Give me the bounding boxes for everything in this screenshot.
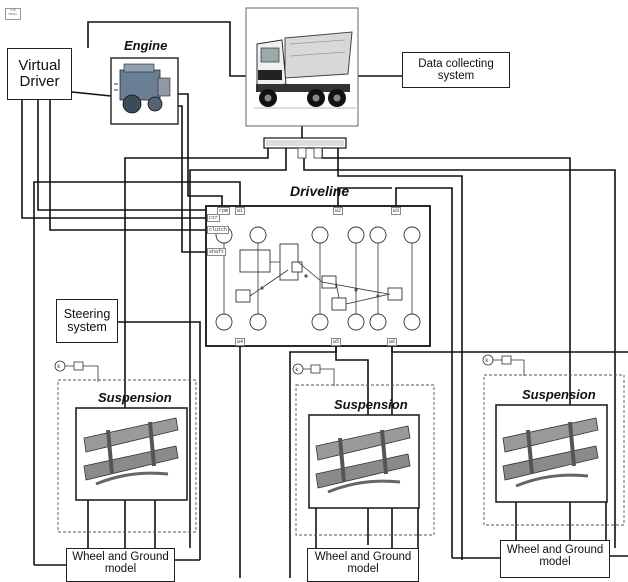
data-collecting-block[interactable]: Data collecting system [402,52,510,88]
wheel-ground-label-1: Wheel and Ground model [72,551,169,575]
driveline-port-bottom-1[interactable]: ω4 [235,338,245,346]
driveline-port-left-3[interactable]: shaft [207,248,226,256]
virtual-driver-label: Virtual Driver [18,58,60,90]
driveline-title: Driveline [290,183,349,199]
driveline-port-left-1[interactable]: ctr [207,214,220,222]
steering-system-label: Steering system [64,308,111,334]
wheel-ground-label-3: Wheel and Ground model [507,544,604,568]
signal-bus [264,138,346,158]
engine-title: Engine [124,38,167,53]
suspension-title-2: Suspension [334,397,408,412]
suspension-image-3 [496,405,607,502]
data-collecting-label: Data collecting system [418,58,493,82]
virtual-driver-block[interactable]: Virtual Driver [7,48,72,100]
wheel-ground-label-2: Wheel and Ground model [315,551,412,575]
suspension-image-1 [76,408,187,500]
driveline-schematic [206,206,430,346]
engine-icon [111,58,178,124]
model-stamp: SIM MODEL [5,8,21,20]
driveline-port-top-3[interactable]: ω2 [333,207,343,215]
wheel-ground-block-1[interactable]: Wheel and Ground model [66,548,175,582]
suspension-title-3: Suspension [522,387,596,402]
wheel-ground-block-3[interactable]: Wheel and Ground model [500,540,610,578]
wheel-ground-block-2[interactable]: Wheel and Ground model [307,548,419,582]
dump-truck-icon [246,8,358,126]
suspension-image-2 [309,415,419,508]
suspension-title-1: Suspension [98,390,172,405]
steering-system-block[interactable]: Steering system [56,299,118,343]
driveline-port-bottom-3[interactable]: ω6 [387,338,397,346]
driveline-port-left-2[interactable]: clutch [207,226,229,234]
driveline-port-bottom-2[interactable]: ω5 [331,338,341,346]
driveline-port-top-4[interactable]: ω3 [391,207,401,215]
driveline-port-top-2[interactable]: ω1 [235,207,245,215]
